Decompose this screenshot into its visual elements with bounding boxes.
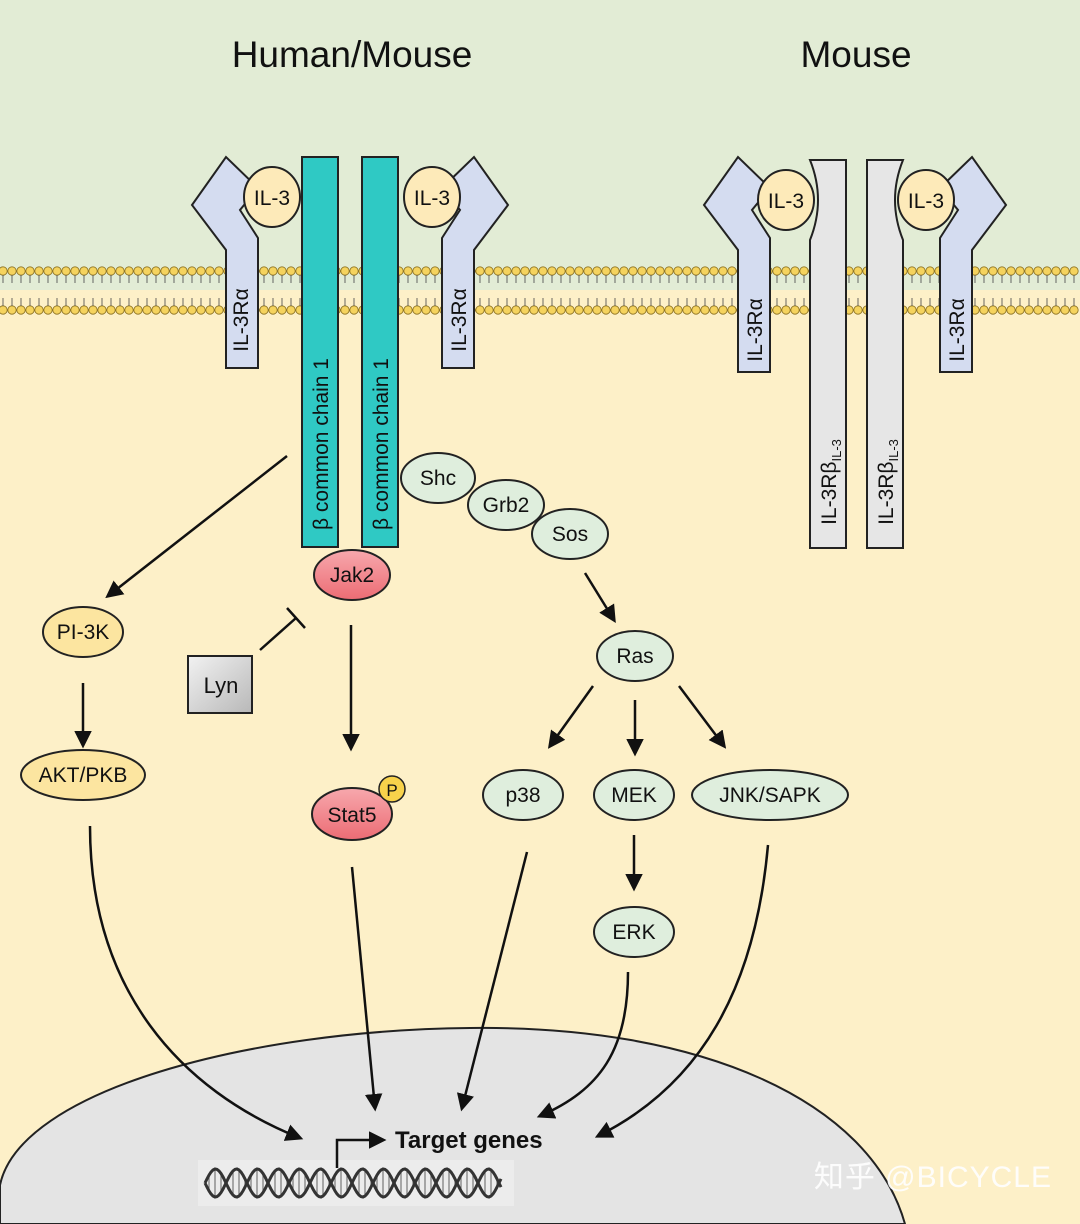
il3-label: IL-3 [768,190,804,213]
arrow-receptor-to-pi3k [105,455,288,599]
il3-label: IL-3 [414,187,450,210]
arrow-stat5-to-target [350,866,383,1112]
jnk-sapk-label: JNK/SAPK [719,784,821,807]
il3ra-label: IL-3Rα [448,288,471,352]
extracellular-region [0,0,1080,290]
jnk-sapk-node [691,769,849,821]
arrow-jnk-to-target [594,844,770,1138]
jak2-node [313,549,391,601]
arrow-ras-to-jnk [678,685,727,749]
il3ra-label: IL-3Rα [230,288,253,352]
il3ra-label: IL-3Rα [744,298,767,362]
arrow-p38-to-target [456,851,529,1112]
phosphate-badge [378,775,406,803]
transcription-start-arrow [335,1131,387,1168]
il3-ligand [243,166,301,228]
il3-receptor-alpha-left [190,155,260,369]
pi3k-node [42,606,124,658]
watermark: 知乎 @BICYCLE [813,1161,1052,1194]
erk-node [593,906,675,958]
il3-receptor-beta-left [808,159,847,549]
target-genes-label: Target genes [395,1127,543,1154]
heading-human-mouse: Human/Mouse [232,34,473,75]
mek-node [593,769,675,821]
mek-label: MEK [611,784,657,807]
il3-ligand [897,169,955,231]
beta-common-chain-right [361,156,399,548]
shc-node [400,452,476,504]
il3-receptor-beta-right [866,159,905,549]
mouse-il3-receptor-alpha-left [702,155,772,373]
il3-label: IL-3 [908,190,944,213]
ras-label: Ras [616,645,653,668]
il3ra-label: IL-3Rα [946,298,969,362]
grb2-label: Grb2 [483,494,530,517]
beta-common-label: β common chain 1 [370,358,393,530]
inhibition-lyn-to-jak2 [259,617,297,651]
lyn-label: Lyn [204,673,239,698]
beta-common-label: β common chain 1 [310,358,333,530]
p38-label: p38 [505,784,540,807]
arrow-akt-to-target [88,825,304,1141]
arrow-sos-to-ras [583,572,616,623]
sos-label: Sos [552,523,588,546]
stat5-node [311,787,393,841]
il3rb-label: IL-3RβIL-3 [875,439,901,525]
heading-mouse: Mouse [800,34,911,75]
pi3k-label: PI-3K [57,621,110,644]
akt-pkb-node [20,749,146,801]
mouse-il3-receptor-alpha-right [938,155,1008,373]
beta-common-chain-left [301,156,339,548]
sos-node [531,508,609,560]
inhibition-bar [286,607,306,629]
shc-label: Shc [420,467,456,490]
erk-label: ERK [612,921,655,944]
arrow-ras-to-p38 [547,685,595,749]
il3-ligand [757,169,815,231]
il3rb-label: IL-3RβIL-3 [818,439,844,525]
il3-receptor-alpha-right [440,155,510,369]
akt-pkb-label: AKT/PKB [39,764,128,787]
il3-label: IL-3 [254,187,290,210]
p38-node [482,769,564,821]
arrow-erk-to-target [536,971,630,1119]
lyn-node [187,655,253,714]
ras-node [596,630,674,682]
dna-helix-icon [203,1167,503,1199]
il3-ligand [403,166,461,228]
grb2-node [467,479,545,531]
jak2-label: Jak2 [330,564,374,587]
phosphate-label: P [386,781,397,800]
stat5-label: Stat5 [327,804,376,827]
